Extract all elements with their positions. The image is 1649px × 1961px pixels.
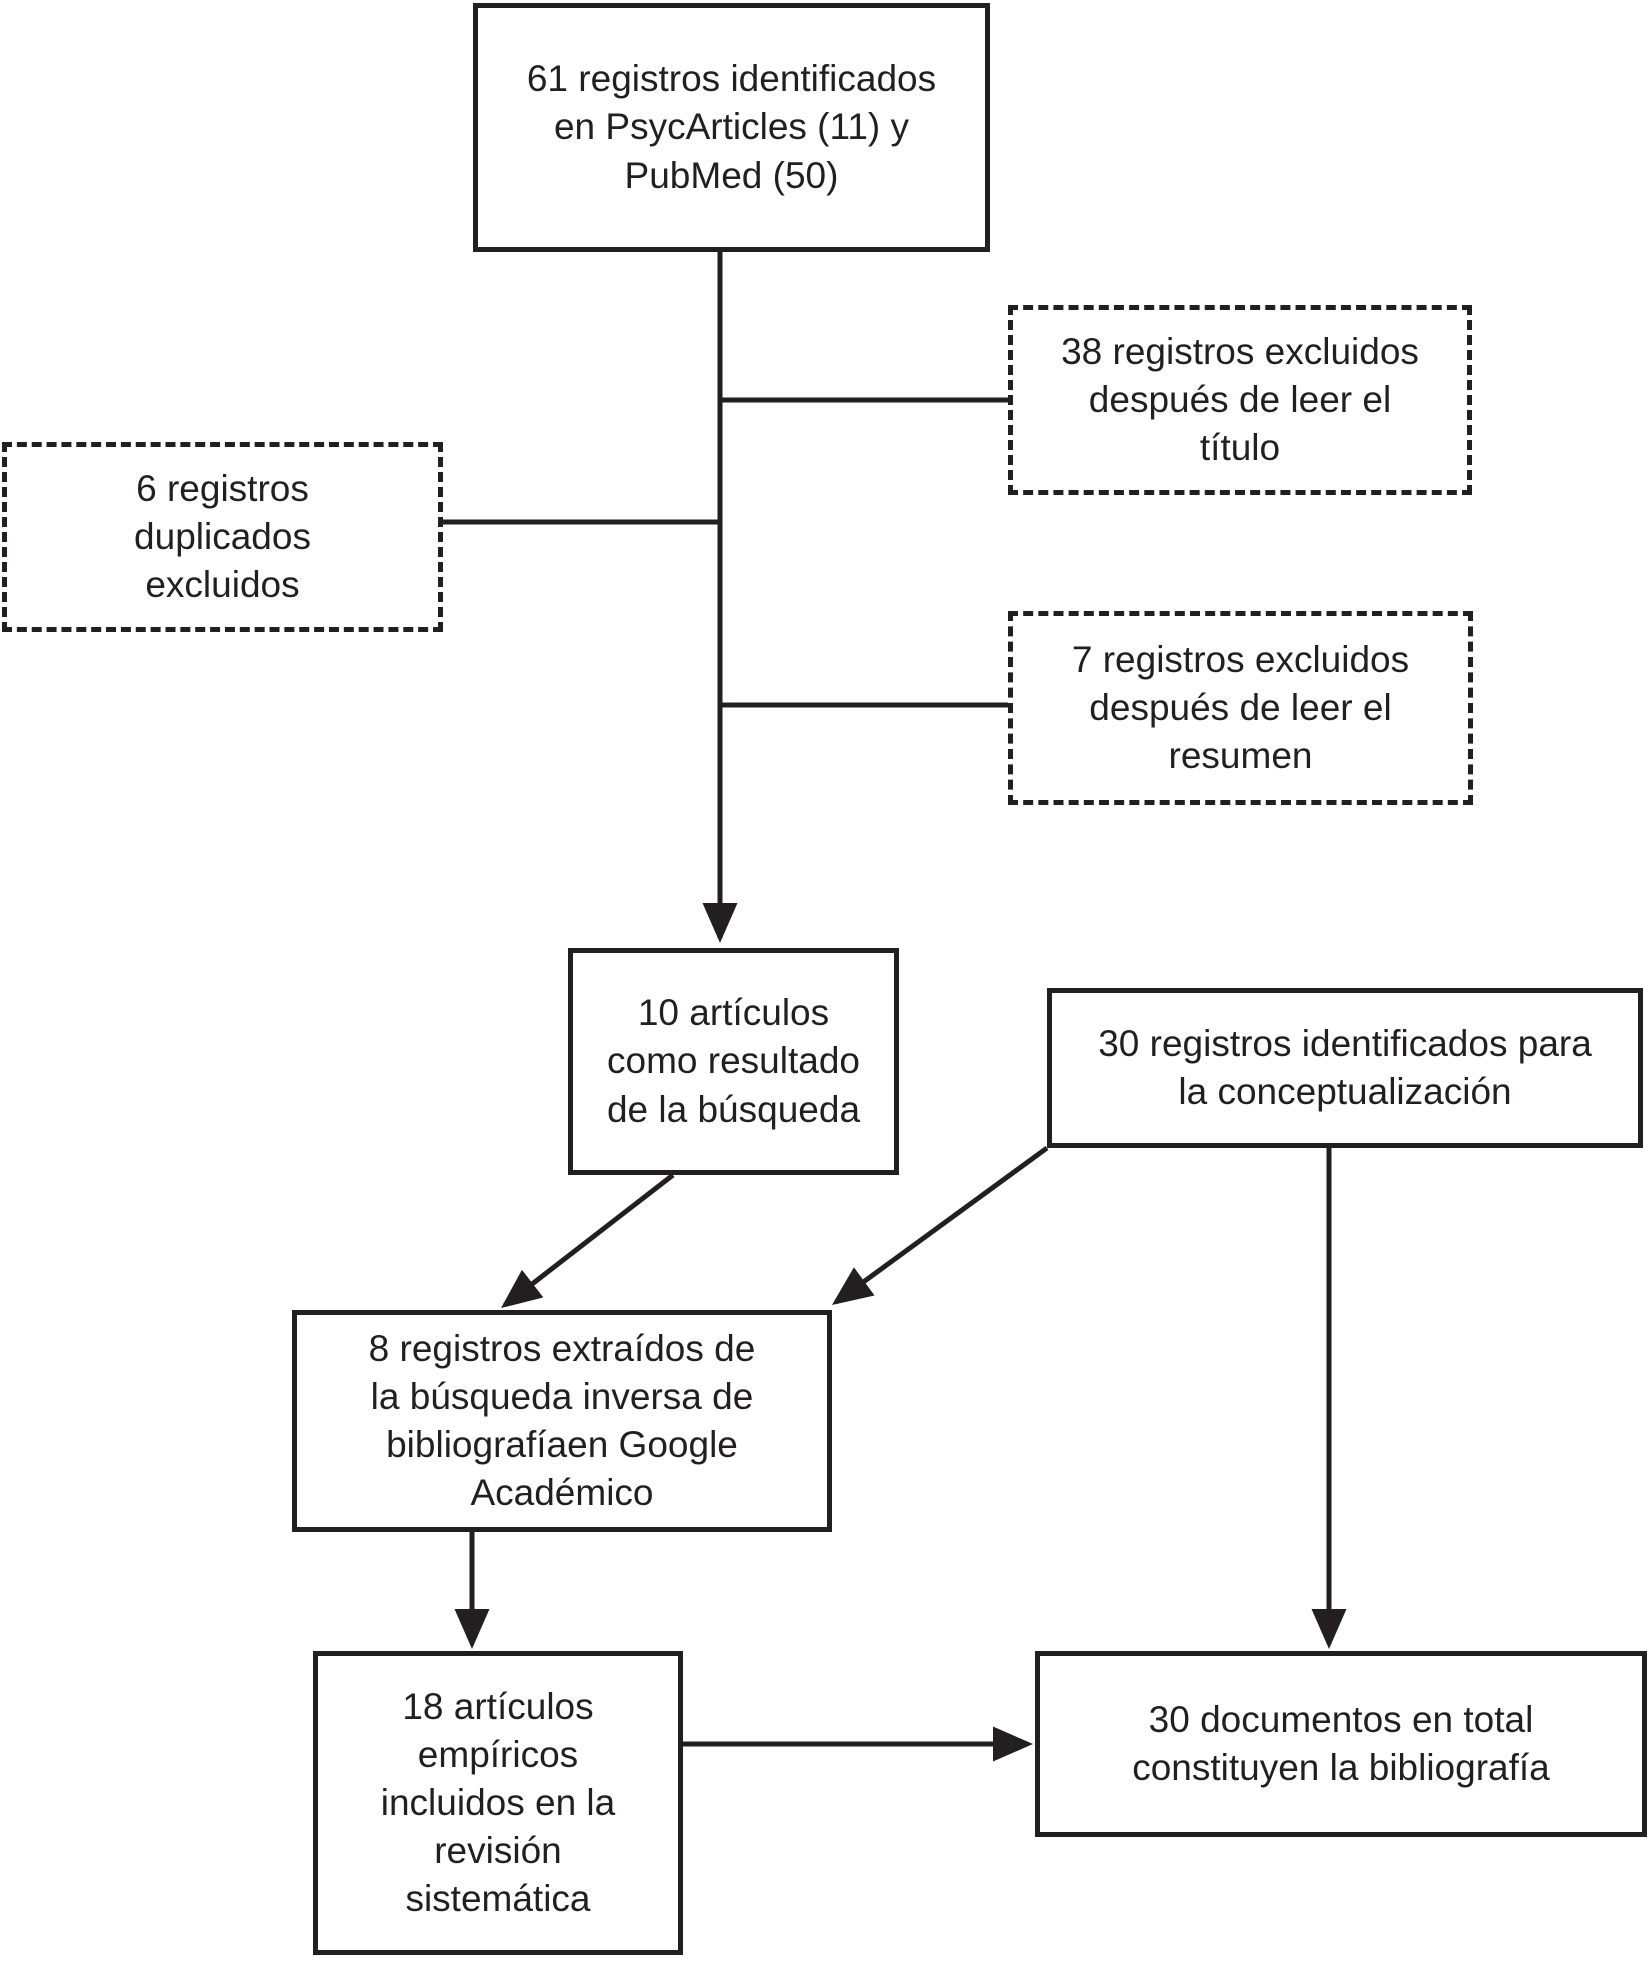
node-search-result-articles-label: 10 artículos como resultado de la búsque… bbox=[606, 992, 861, 1130]
node-reverse-search-records-label: 8 registros extraídos de la búsqueda inv… bbox=[368, 1327, 756, 1514]
node-included-articles: 18 artículos empíricos incluidos en la r… bbox=[313, 1651, 683, 1955]
node-reverse-search-records: 8 registros extraídos de la búsqueda inv… bbox=[292, 1310, 832, 1532]
node-duplicates-excluded-label: 6 registros duplicados excluidos bbox=[134, 467, 311, 606]
node-excluded-after-abstract: 7 registros excluidos después de leer el… bbox=[1008, 611, 1473, 805]
node-duplicates-excluded: 6 registros duplicados excluidos bbox=[2, 442, 443, 632]
node-search-result-articles: 10 artículos como resultado de la búsque… bbox=[568, 948, 899, 1175]
node-conceptualization-records: 30 registros identificados para la conce… bbox=[1047, 988, 1643, 1148]
node-excluded-after-title-label: 38 registros excluidos después de leer e… bbox=[1061, 330, 1419, 469]
node-total-bibliography: 30 documentos en total constituyen la bi… bbox=[1035, 1651, 1647, 1837]
arrow-search-result-to-reverse-search bbox=[501, 1173, 675, 1309]
node-total-bibliography-label: 30 documentos en total constituyen la bi… bbox=[1132, 1698, 1550, 1788]
node-excluded-after-abstract-label: 7 registros excluidos después de leer el… bbox=[1071, 638, 1410, 777]
node-records-identified-label: 61 registros identificados en PsycArticl… bbox=[526, 58, 937, 196]
node-records-identified: 61 registros identificados en PsycArticl… bbox=[473, 3, 990, 252]
node-conceptualization-records-label: 30 registros identificados para la conce… bbox=[1098, 1022, 1592, 1112]
node-excluded-after-title: 38 registros excluidos después de leer e… bbox=[1008, 305, 1472, 495]
node-included-articles-label: 18 artículos empíricos incluidos en la r… bbox=[380, 1685, 616, 1920]
